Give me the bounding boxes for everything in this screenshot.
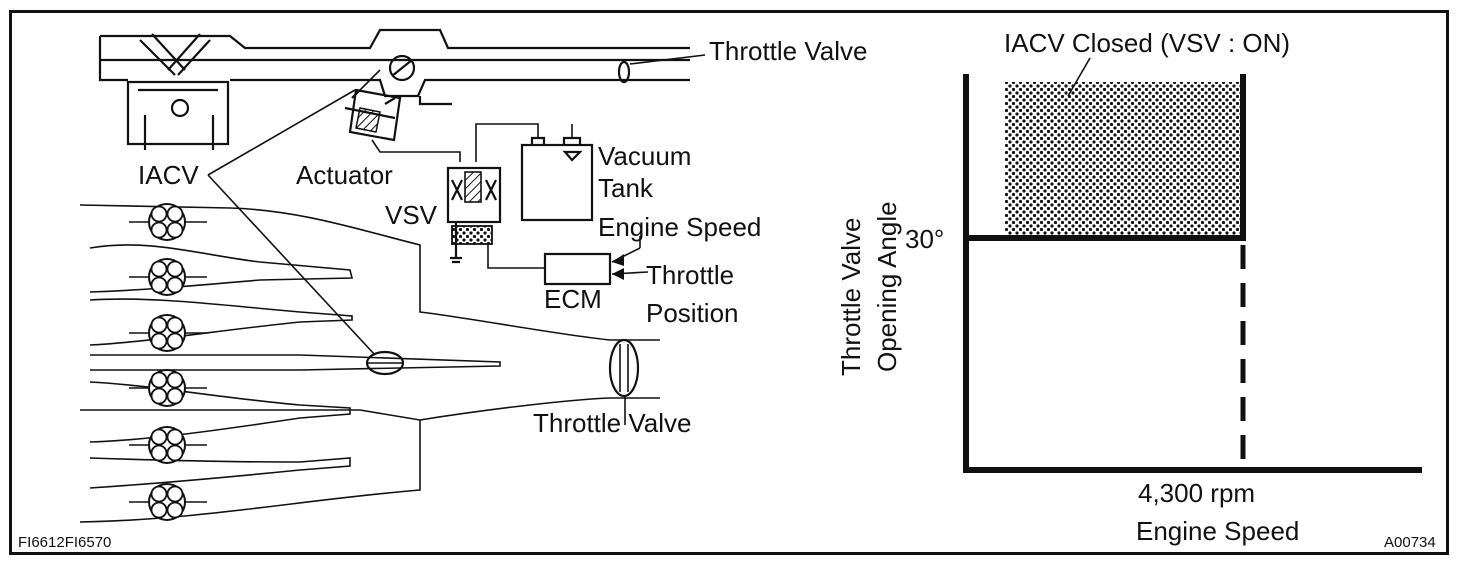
- label-engine-speed-input: Engine Speed: [598, 212, 761, 242]
- y-axis-title-line1: Throttle Valve: [836, 218, 866, 376]
- label-iacv: IACV: [138, 160, 199, 190]
- label-ecm: ECM: [544, 284, 602, 314]
- figure-code-left: FI6612FI6570: [18, 534, 111, 551]
- figure-frame: [9, 10, 1449, 555]
- region-leader-line: [1067, 57, 1091, 97]
- y-tick-30: 30°: [905, 224, 944, 254]
- leader-lines: [207, 89, 626, 425]
- region-label: IACV Closed (VSV : ON): [1004, 28, 1290, 58]
- vsv-valve: [446, 166, 545, 269]
- x-axis-title: Engine Speed: [1136, 516, 1299, 546]
- y-axis-title-line2: Opening Angle: [872, 201, 902, 372]
- label-throttle: Throttle: [646, 260, 734, 290]
- label-vacuum: Vacuum: [598, 141, 691, 171]
- label-vsv: VSV: [385, 200, 438, 230]
- label-position: Position: [646, 298, 739, 328]
- iacv-closed-region: [1005, 82, 1243, 238]
- label-throttle-valve-top: Throttle Valve: [709, 36, 867, 66]
- label-actuator: Actuator: [296, 160, 393, 190]
- label-tank: Tank: [598, 173, 654, 203]
- figure-code-right: A00734: [1384, 534, 1436, 551]
- actuator: [344, 69, 461, 162]
- intake-manifold: [79, 203, 660, 523]
- label-throttle-valve-bottom: Throttle Valve: [533, 408, 691, 438]
- engine-cross-section: [98, 28, 706, 150]
- x-tick-4300: 4,300 rpm: [1138, 478, 1255, 508]
- ecm-unit: [543, 236, 649, 286]
- vacuum-tank: [475, 123, 594, 222]
- opening-angle-graph: [963, 57, 1422, 473]
